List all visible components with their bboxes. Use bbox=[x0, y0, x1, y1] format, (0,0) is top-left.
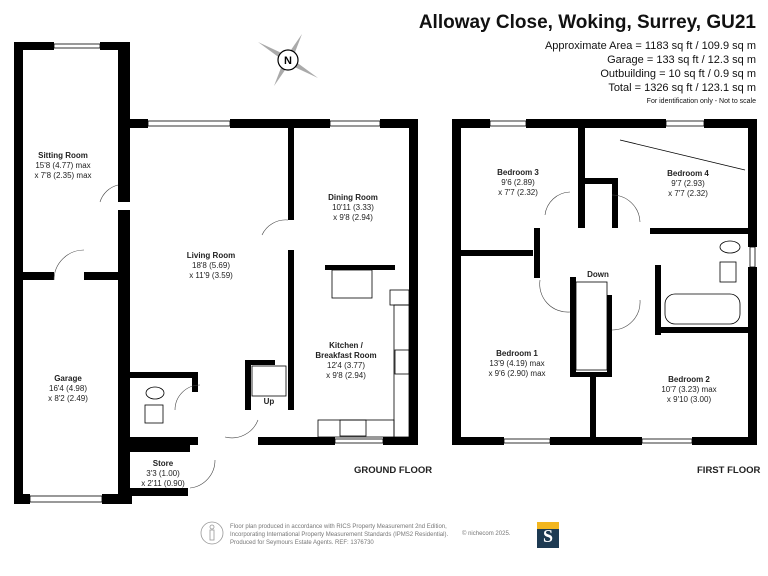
stairs-up-label: Up bbox=[264, 397, 275, 406]
footer-line: Produced for Seymours Estate Agents. REF… bbox=[230, 540, 374, 546]
svg-text:x 8'2 (2.49): x 8'2 (2.49) bbox=[48, 394, 88, 403]
compass-icon: N bbox=[258, 34, 318, 86]
svg-text:Bedroom 2: Bedroom 2 bbox=[668, 375, 710, 384]
svg-text:Dining Room: Dining Room bbox=[328, 193, 378, 202]
room-garage: Garage 16'4 (4.98) x 8'2 (2.49) bbox=[48, 374, 88, 403]
stairs-down-label: Down bbox=[587, 270, 609, 279]
person-icon bbox=[200, 521, 224, 545]
svg-text:Sitting Room: Sitting Room bbox=[38, 151, 88, 160]
svg-text:Bedroom 3: Bedroom 3 bbox=[497, 168, 539, 177]
svg-text:12'4 (3.77): 12'4 (3.77) bbox=[327, 361, 365, 370]
svg-text:x 9'6 (2.90) max: x 9'6 (2.90) max bbox=[488, 369, 545, 378]
logo-letter: S bbox=[537, 527, 559, 548]
area-approximate: Approximate Area = 1183 sq ft / 109.9 sq… bbox=[544, 40, 756, 52]
svg-text:15'8 (4.77) max: 15'8 (4.77) max bbox=[35, 161, 90, 170]
room-sitting-room: Sitting Room 15'8 (4.77) max x 7'8 (2.35… bbox=[34, 151, 91, 180]
room-kitchen-breakfast: Kitchen / Breakfast Room 12'4 (3.77) x 9… bbox=[315, 341, 376, 380]
svg-text:x 7'7 (2.32): x 7'7 (2.32) bbox=[498, 188, 538, 197]
property-title: Alloway Close, Woking, Surrey, GU21 bbox=[418, 12, 756, 33]
svg-text:Living Room: Living Room bbox=[187, 251, 235, 260]
svg-text:Bedroom 1: Bedroom 1 bbox=[496, 349, 538, 358]
svg-text:13'9 (4.19) max: 13'9 (4.19) max bbox=[489, 359, 544, 368]
svg-text:3'3 (1.00): 3'3 (1.00) bbox=[146, 469, 180, 478]
svg-text:Breakfast Room: Breakfast Room bbox=[315, 351, 376, 360]
svg-text:x 9'10 (3.00): x 9'10 (3.00) bbox=[667, 395, 712, 404]
svg-text:Kitchen /: Kitchen / bbox=[329, 341, 364, 350]
svg-text:x 9'8 (2.94): x 9'8 (2.94) bbox=[326, 371, 366, 380]
area-garage: Garage = 133 sq ft / 12.3 sq m bbox=[607, 54, 756, 66]
agent-logo: S bbox=[537, 522, 559, 554]
svg-text:10'7 (3.23) max: 10'7 (3.23) max bbox=[661, 385, 716, 394]
svg-text:x 2'11 (0.90): x 2'11 (0.90) bbox=[141, 479, 185, 488]
footer-line: Floor plan produced in accordance with R… bbox=[230, 524, 447, 530]
first-floor-label: FIRST FLOOR bbox=[697, 465, 760, 476]
scale-note: For identification only - Not to scale bbox=[646, 98, 756, 105]
footer-text: Floor plan produced in accordance with R… bbox=[230, 523, 448, 547]
svg-text:9'7 (2.93): 9'7 (2.93) bbox=[671, 179, 705, 188]
room-bedroom-3: Bedroom 3 9'6 (2.89) x 7'7 (2.32) bbox=[497, 168, 539, 197]
footer-line: Incorporating International Property Mea… bbox=[230, 532, 449, 538]
svg-text:10'11 (3.33): 10'11 (3.33) bbox=[332, 203, 374, 212]
svg-text:Store: Store bbox=[153, 459, 174, 468]
room-bedroom-2: Bedroom 2 10'7 (3.23) max x 9'10 (3.00) bbox=[661, 375, 716, 404]
room-bedroom-1: Bedroom 1 13'9 (4.19) max x 9'6 (2.90) m… bbox=[488, 349, 545, 378]
svg-text:x 9'8 (2.94): x 9'8 (2.94) bbox=[333, 213, 373, 222]
room-dining-room: Dining Room 10'11 (3.33) x 9'8 (2.94) bbox=[328, 193, 378, 222]
svg-text:Garage: Garage bbox=[54, 374, 82, 383]
svg-text:18'8 (5.69): 18'8 (5.69) bbox=[192, 261, 230, 270]
first-floor-walls bbox=[452, 119, 757, 445]
svg-text:x 7'8 (2.35) max: x 7'8 (2.35) max bbox=[34, 171, 91, 180]
svg-text:9'6 (2.89): 9'6 (2.89) bbox=[501, 178, 535, 187]
room-living-room: Living Room 18'8 (5.69) x 11'9 (3.59) bbox=[187, 251, 235, 280]
copyright: © nichecom 2025. bbox=[462, 531, 511, 537]
area-outbuilding: Outbuilding = 10 sq ft / 0.9 sq m bbox=[600, 68, 756, 80]
room-bedroom-4: Bedroom 4 9'7 (2.93) x 7'7 (2.32) bbox=[667, 169, 709, 198]
ground-floor-label: GROUND FLOOR bbox=[354, 465, 432, 476]
svg-text:x 11'9 (3.59): x 11'9 (3.59) bbox=[189, 271, 233, 280]
area-total: Total = 1326 sq ft / 123.1 sq m bbox=[608, 82, 756, 94]
ground-floor-walls bbox=[14, 42, 418, 504]
room-store: Store 3'3 (1.00) x 2'11 (0.90) bbox=[141, 459, 185, 488]
compass-north-label: N bbox=[284, 55, 292, 67]
svg-text:Bedroom 4: Bedroom 4 bbox=[667, 169, 709, 178]
svg-text:16'4 (4.98): 16'4 (4.98) bbox=[49, 384, 87, 393]
svg-text:x 7'7 (2.32): x 7'7 (2.32) bbox=[668, 189, 708, 198]
